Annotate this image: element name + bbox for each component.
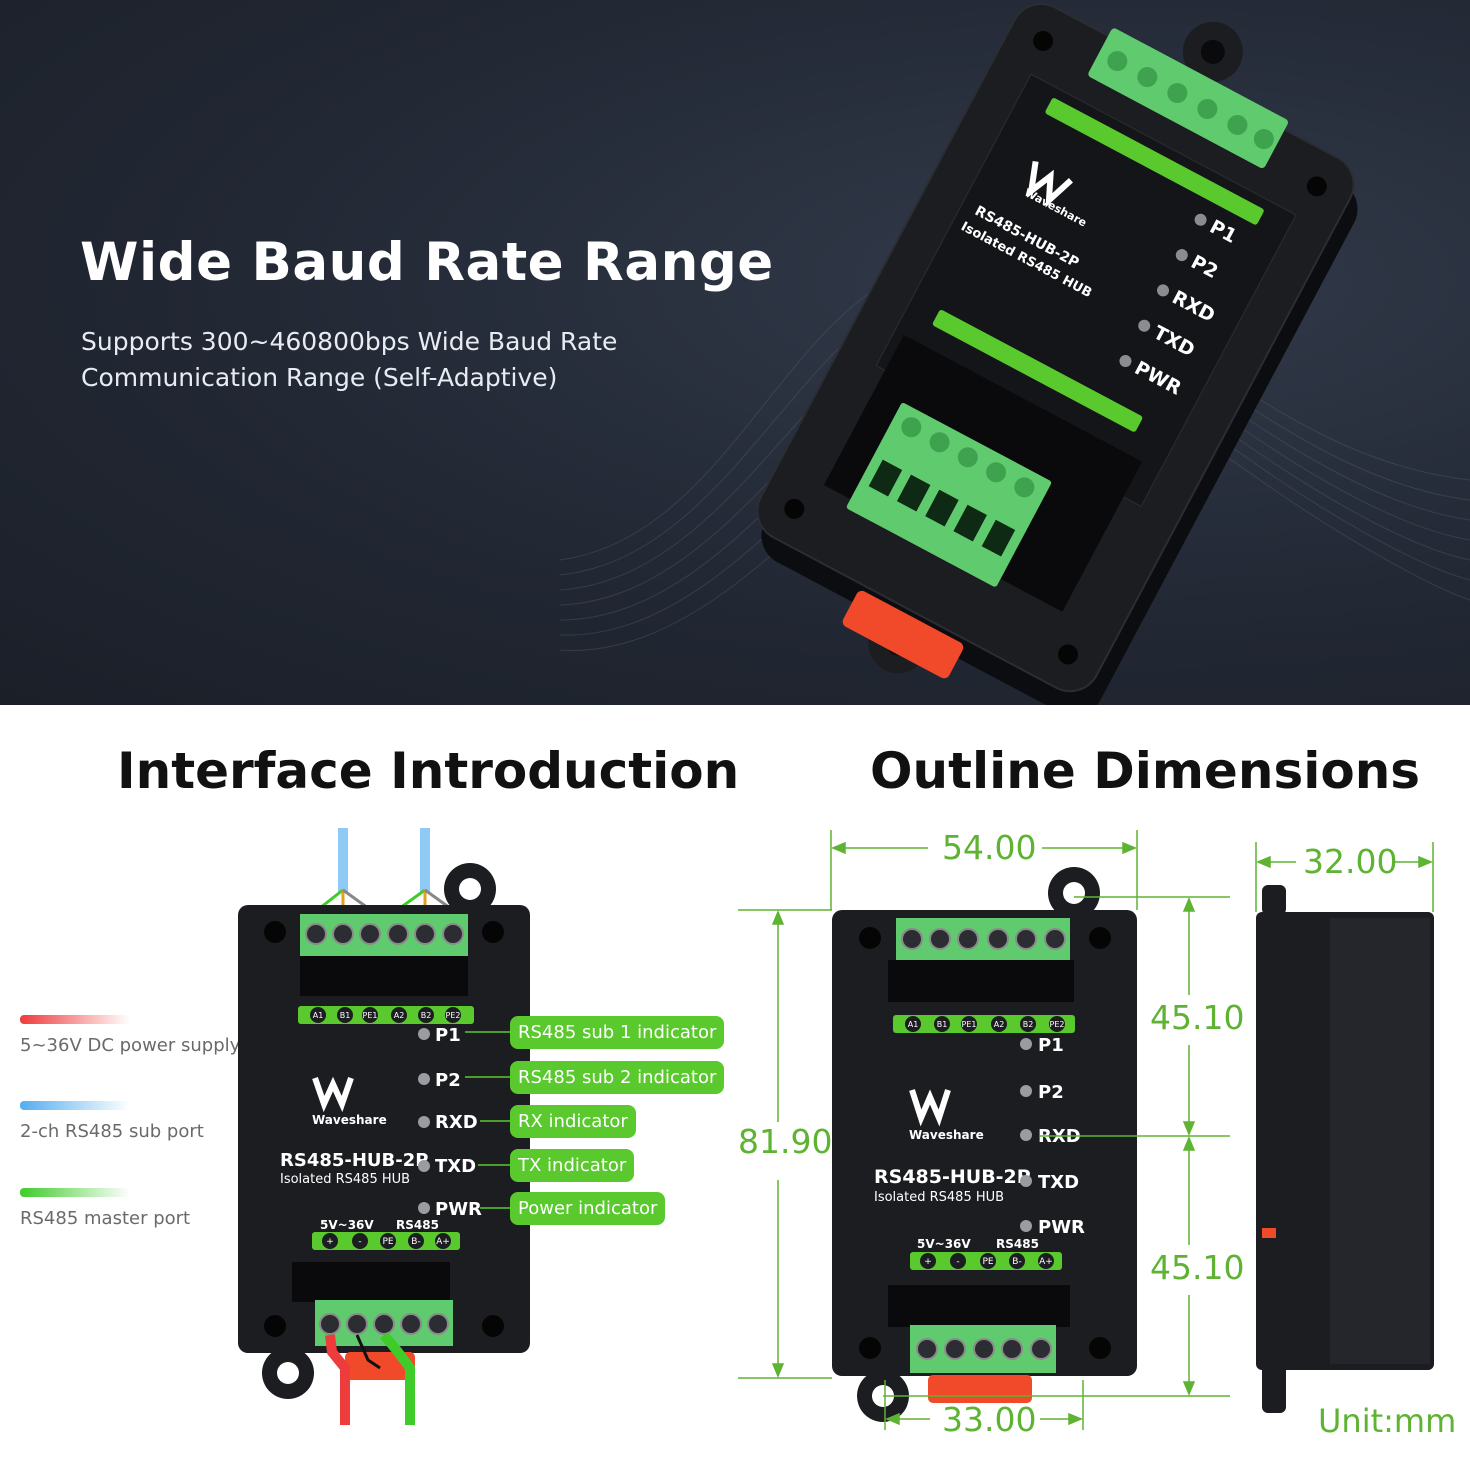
dim-led-label: PWR	[1038, 1217, 1085, 1238]
legend-sub-port-swatch	[20, 1101, 130, 1110]
top-pin-label: PE1	[363, 1011, 378, 1020]
legend-sub-port-label: 2-ch RS485 sub port	[20, 1121, 204, 1142]
power-range-label: 5V~36V	[320, 1218, 374, 1232]
model-sub-label: Isolated RS485 HUB	[280, 1172, 410, 1187]
dim-led-label: P1	[1038, 1035, 1064, 1056]
dim-top-pin-label: PE1	[962, 1020, 977, 1029]
render-logo-icon	[1027, 161, 1073, 208]
callout-p2-indicator: RS485 sub 2 indicator	[510, 1061, 725, 1094]
dim-top-pin-label: PE2	[1050, 1020, 1065, 1029]
dim-power-range-label: 5V~36V	[917, 1237, 971, 1251]
dim-top-pin-label: A2	[994, 1020, 1005, 1029]
dim-led-label: P2	[1038, 1082, 1064, 1103]
unit-label: Unit:mm	[1318, 1402, 1457, 1440]
legend-master-port-label: RS485 master port	[20, 1208, 191, 1229]
top-pin-label: B1	[340, 1011, 351, 1020]
top-pin-label: A1	[313, 1011, 324, 1020]
waveshare-logo-icon	[312, 1076, 354, 1113]
dimension-lower-half: 45.10	[1150, 1248, 1245, 1287]
dim-waveshare-logo-icon	[909, 1089, 951, 1127]
dim-bottom-pin-label: PE	[982, 1257, 993, 1267]
dim-top-pin-label: B1	[937, 1020, 948, 1029]
hero-subtitle: Supports 300~460800bps Wide Baud Rate Co…	[81, 324, 617, 396]
rs485-label: RS485	[396, 1218, 439, 1232]
dimension-bottom-width: 33.00	[942, 1400, 1037, 1439]
top-pin-label: A2	[394, 1011, 405, 1020]
dim-bottom-pin-label: -	[956, 1257, 959, 1267]
dim-bottom-pin-label: +	[924, 1257, 932, 1267]
hero-subtitle-line: Supports 300~460800bps Wide Baud Rate	[81, 327, 618, 356]
led-label: PWR	[435, 1199, 482, 1220]
bottom-pin-label: -	[358, 1237, 361, 1247]
hero-banner: Wide Baud Rate Range Supports 300~460800…	[0, 0, 1470, 705]
product-render: RS485-HUB-2P Isolated RS485 HUB Waveshar…	[756, 3, 1358, 705]
callout-p1-indicator: RS485 sub 1 indicator	[510, 1016, 725, 1049]
led-label: P1	[435, 1025, 461, 1046]
top-pin-label: PE2	[446, 1011, 461, 1020]
hero-subtitle-line: Communication Range (Self-Adaptive)	[81, 363, 558, 392]
dimensions-title: Outline Dimensions	[870, 742, 1421, 800]
led-label: RXD	[435, 1112, 478, 1133]
interface-title: Interface Introduction	[117, 742, 740, 800]
dimension-upper-half: 45.10	[1150, 998, 1245, 1037]
dim-model-sub-label: Isolated RS485 HUB	[874, 1190, 1004, 1205]
dimension-width: 54.00	[942, 828, 1037, 867]
legend-master-port-swatch	[20, 1188, 130, 1197]
bottom-pin-label: A+	[436, 1237, 450, 1247]
dim-led-label: TXD	[1038, 1172, 1079, 1193]
bottom-pin-label: PE	[382, 1237, 393, 1247]
led-label: TXD	[435, 1156, 476, 1177]
legend-power-swatch	[20, 1015, 130, 1024]
callout-rx-indicator: RX indicator	[510, 1105, 636, 1138]
dim-bottom-pin-label: B-	[1012, 1257, 1021, 1267]
top-pin-label: B2	[421, 1011, 432, 1020]
bottom-pin-label: B-	[411, 1237, 420, 1247]
hero-title: Wide Baud Rate Range	[80, 232, 774, 293]
callout-power-indicator: Power indicator	[510, 1192, 666, 1225]
dim-top-pin-label: A1	[908, 1020, 919, 1029]
brand-label: Waveshare	[312, 1113, 387, 1127]
dim-rs485-label: RS485	[996, 1237, 1039, 1251]
callout-tx-indicator: TX indicator	[510, 1149, 635, 1182]
dim-bottom-pin-label: A+	[1039, 1257, 1053, 1267]
model-label: RS485-HUB-2P	[280, 1150, 428, 1171]
dim-model-label: RS485-HUB-2P	[874, 1166, 1031, 1188]
dimension-height: 81.90	[738, 1122, 833, 1161]
dim-led-label: RXD	[1038, 1126, 1081, 1147]
dim-brand-label: Waveshare	[909, 1128, 984, 1142]
led-label: P2	[435, 1070, 461, 1091]
dimension-depth: 32.00	[1303, 842, 1398, 881]
dim-top-pin-label: B2	[1023, 1020, 1034, 1029]
legend-power-label: 5~36V DC power supply	[20, 1035, 241, 1056]
bottom-pin-label: +	[326, 1237, 334, 1247]
